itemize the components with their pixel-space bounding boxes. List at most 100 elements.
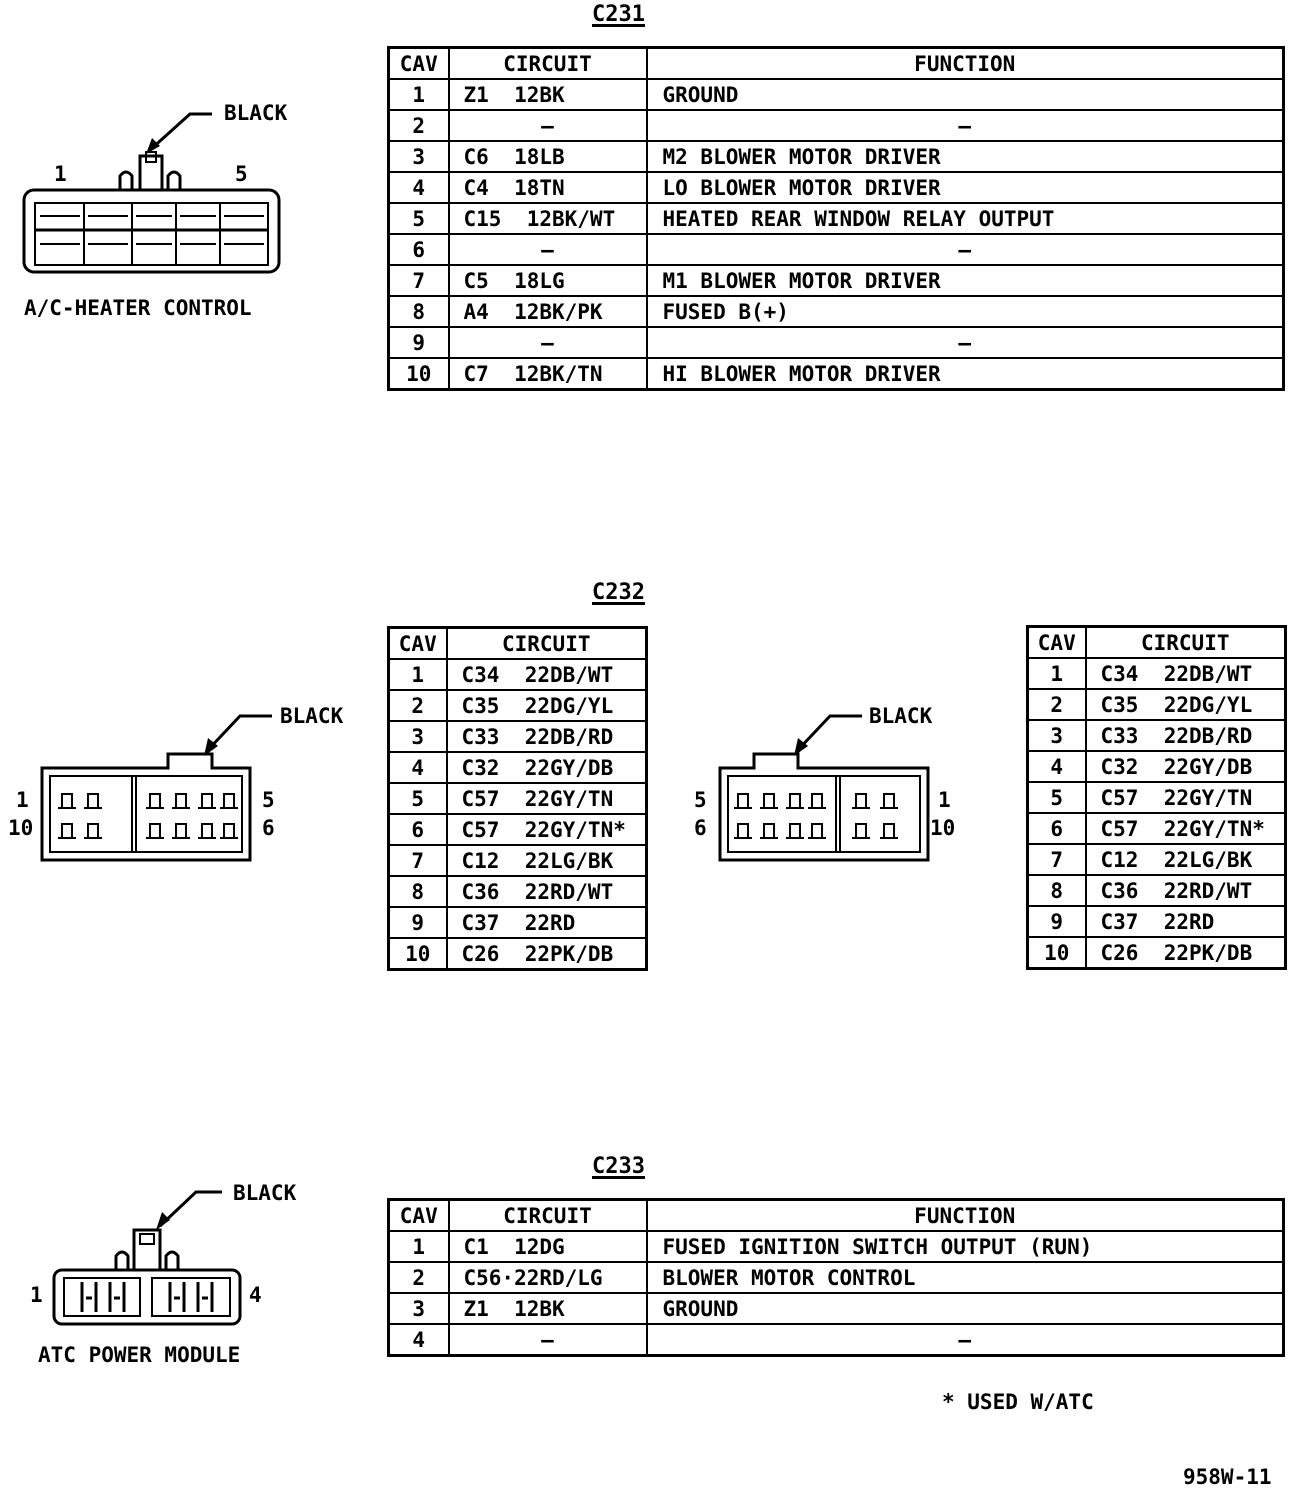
c232-left-pin-top-right: 5: [262, 788, 275, 812]
circuit-header: CIRCUIT: [447, 1198, 648, 1232]
c233-connector-body: [52, 1228, 242, 1326]
circuit-cell: Z1 12BK: [447, 78, 648, 111]
c232-right-color-label: BLACK: [869, 704, 933, 728]
cav-cell: 4: [387, 751, 448, 784]
cav-cell: 1: [387, 1230, 450, 1263]
c232-left-pin-top-left: 1: [16, 788, 29, 812]
function-cell: M2 BLOWER MOTOR DRIVER: [645, 140, 1285, 173]
cav-cell: 10: [387, 357, 450, 391]
cav-cell: 7: [387, 264, 450, 297]
circuit-cell: C35 22DG/YL: [1084, 688, 1287, 721]
circuit-cell: C6 18LB: [447, 140, 648, 173]
circuit-cell: C35 22DG/YL: [445, 689, 648, 722]
cav-cell: 8: [387, 875, 448, 908]
cav-cell: 9: [387, 906, 448, 939]
function-cell: GROUND: [645, 78, 1285, 111]
circuit-cell: –: [447, 233, 648, 266]
cav-header: CAV: [387, 46, 450, 80]
c231-color-label: BLACK: [224, 101, 288, 125]
circuit-cell: –: [447, 109, 648, 142]
table-row: 9––: [387, 326, 1285, 359]
cav-cell: 7: [387, 844, 448, 877]
c232-right-pin-top-right: 1: [938, 788, 951, 812]
circuit-cell: C32 22GY/DB: [1084, 750, 1287, 783]
cav-header: CAV: [1026, 625, 1087, 659]
function-cell: LO BLOWER MOTOR DRIVER: [645, 171, 1285, 204]
cav-cell: 10: [387, 937, 448, 971]
circuit-cell: –: [447, 326, 648, 359]
c233-pin-right: 4: [249, 1283, 262, 1307]
function-cell: BLOWER MOTOR CONTROL: [645, 1261, 1285, 1294]
cav-cell: 4: [1026, 750, 1087, 783]
cav-cell: 3: [387, 720, 448, 753]
table-row: 4––: [387, 1323, 1285, 1357]
table-row: 2––: [387, 109, 1285, 142]
circuit-cell: C34 22DB/WT: [445, 658, 648, 691]
circuit-cell: C12 22LG/BK: [1084, 843, 1287, 876]
circuit-cell: C4 18TN: [447, 171, 648, 204]
circuit-cell: C5 18LG: [447, 264, 648, 297]
cav-cell: 5: [387, 782, 448, 815]
circuit-cell: C33 22DB/RD: [445, 720, 648, 753]
circuit-cell: C57 22GY/TN: [1084, 781, 1287, 814]
table-header-row: CAV CIRCUIT FUNCTION: [387, 1198, 1285, 1232]
cav-cell: 8: [387, 295, 450, 328]
cav-cell: 1: [387, 78, 450, 111]
cav-cell: 4: [387, 1323, 450, 1357]
function-cell: HEATED REAR WINDOW RELAY OUTPUT: [645, 202, 1285, 235]
circuit-cell: C37 22RD: [445, 906, 648, 939]
c233-title: C233: [592, 1154, 645, 1179]
cav-cell: 3: [1026, 719, 1087, 752]
circuit-cell: C33 22DB/RD: [1084, 719, 1287, 752]
circuit-cell: C7 12BK/TN: [447, 357, 648, 391]
cav-cell: 5: [1026, 781, 1087, 814]
c231-pin-right: 5: [235, 162, 248, 186]
c232-left-connector-body: [40, 752, 252, 862]
c232-title: C232: [592, 580, 645, 605]
cav-cell: 2: [387, 1261, 450, 1294]
function-cell: FUSED IGNITION SWITCH OUTPUT (RUN): [645, 1230, 1285, 1263]
function-header: FUNCTION: [645, 1198, 1285, 1232]
table-row: 6––: [387, 233, 1285, 266]
cav-cell: 2: [387, 109, 450, 142]
cav-cell: 6: [387, 813, 448, 846]
c232-left-color-label: BLACK: [280, 704, 344, 728]
circuit-cell: C57 22GY/TN: [445, 782, 648, 815]
function-cell: –: [645, 1323, 1285, 1357]
cav-cell: 6: [1026, 812, 1087, 845]
function-cell: HI BLOWER MOTOR DRIVER: [645, 357, 1285, 391]
table-header-row: CAV CIRCUIT FUNCTION: [387, 46, 1285, 80]
cav-cell: 9: [387, 326, 450, 359]
c233-pin-left: 1: [30, 1283, 43, 1307]
circuit-header: CIRCUIT: [445, 626, 648, 660]
function-cell: –: [645, 233, 1285, 266]
figure-id: 958W-11: [1183, 1465, 1272, 1489]
cav-cell: 5: [387, 202, 450, 235]
circuit-cell: Z1 12BK: [447, 1292, 648, 1325]
